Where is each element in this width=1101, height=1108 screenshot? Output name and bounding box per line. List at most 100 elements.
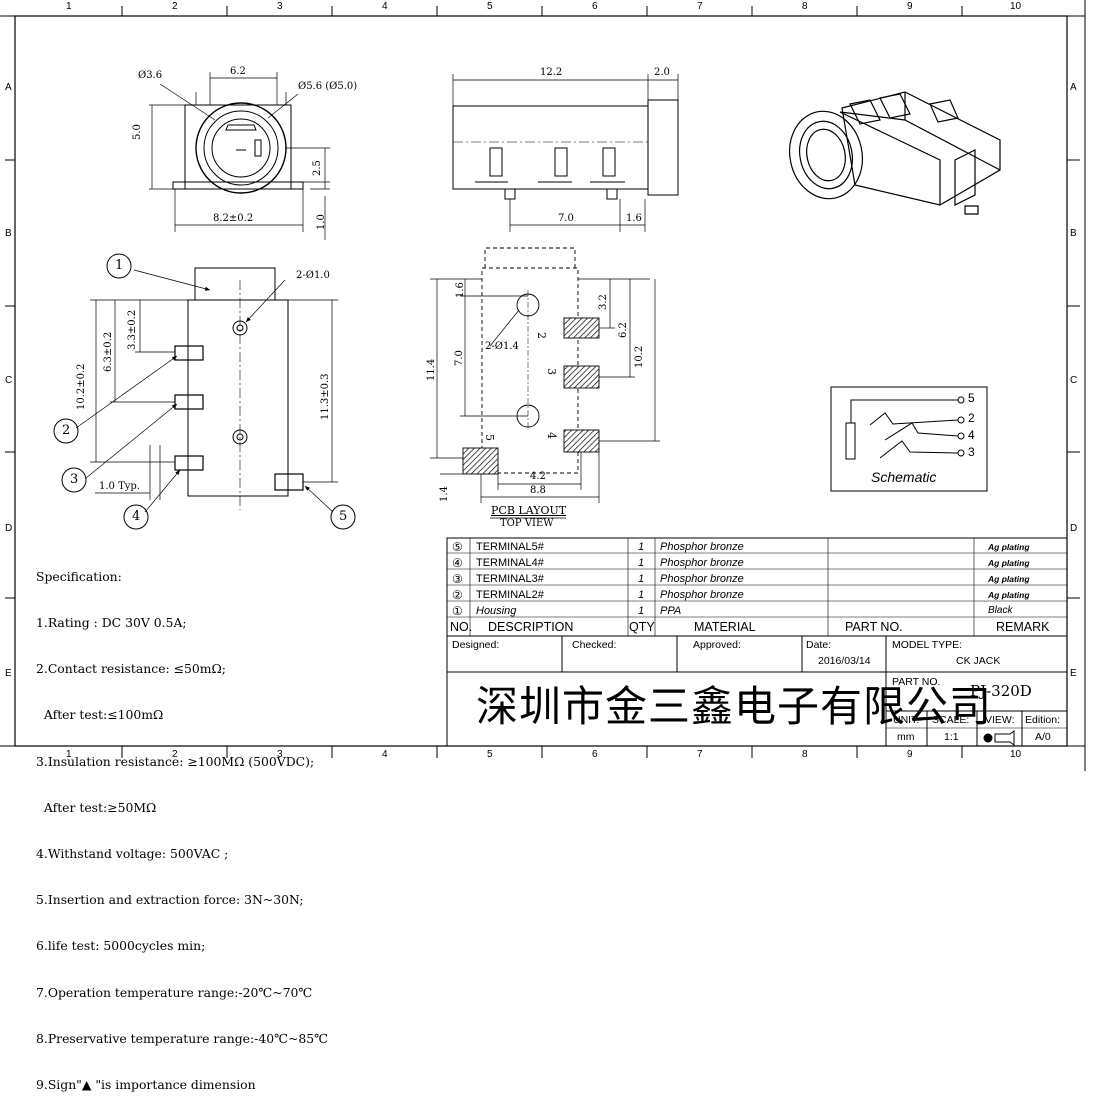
bom-remark: Ag plating [988, 558, 1030, 568]
col-label: 4 [382, 749, 388, 760]
callout-5: 5 [339, 509, 348, 524]
dim-length: 11.3±0.3 [320, 373, 331, 420]
pad-label-3: 3 [545, 368, 558, 375]
spec-line: After test:≤100mΩ [36, 707, 164, 723]
spec-line: 7.Operation temperature range:-20℃~70℃ [36, 984, 313, 1000]
bom-desc: Housing [476, 605, 517, 617]
bom-material: Phosphor bronze [660, 573, 744, 585]
spec-title: Specification: [36, 568, 122, 584]
bom-remark: Ag plating [988, 590, 1030, 600]
spec-line: After test:≥50MΩ [36, 799, 157, 815]
dim-pcb-top: 1.6 [455, 282, 466, 298]
pcb-layout [430, 247, 660, 519]
bom-qty: 1 [638, 573, 645, 585]
row-label: B [5, 228, 12, 239]
schematic-label: Schematic [871, 469, 937, 485]
row-label: B [1070, 228, 1077, 239]
projection-symbol-icon [983, 730, 1015, 746]
bom-header-qty: QTY [629, 620, 655, 634]
spec-line: 4.Withstand voltage: 500VAC ; [36, 846, 229, 862]
pad-label-4: 4 [545, 432, 558, 439]
pad-label-5: 5 [483, 434, 496, 441]
col-label: 7 [697, 1, 703, 12]
bom-remark: Ag plating [988, 574, 1030, 584]
row-label: D [1070, 523, 1078, 534]
view-label: VIEW: [985, 714, 1015, 726]
col-label: 8 [802, 749, 808, 760]
bom-remark: Ag plating [988, 542, 1030, 552]
scale-label: SCALE: [932, 714, 970, 726]
dim-holes: 2-Ø1.0 [296, 270, 330, 281]
edition-value: A/0 [1035, 731, 1051, 743]
dim-total: 10.2±0.2 [76, 363, 87, 410]
col-label: 3 [277, 1, 283, 12]
dim-pcb-32: 3.2 [598, 294, 609, 310]
bom-desc: TERMINAL5# [476, 541, 544, 553]
dim-outer: Ø5.6 (Ø5.0) [298, 81, 358, 92]
col-label: 2 [172, 1, 178, 12]
part-label: PART NO. [892, 676, 941, 688]
technical-drawing [0, 0, 1086, 771]
edition-label: Edition: [1025, 714, 1061, 726]
dim-width: 6.2 [230, 66, 246, 77]
model-label: MODEL TYPE: [892, 639, 963, 651]
row-label: E [5, 668, 12, 679]
col-label: 9 [907, 749, 913, 760]
bom-header-no: NO. [450, 620, 473, 634]
schematic-diagram [830, 386, 988, 492]
model-value: CK JACK [956, 655, 1001, 667]
spec-line: 2.Contact resistance: ≤50mΩ; [36, 661, 226, 677]
pin-label-4: 4 [968, 428, 975, 442]
col-label: 2 [172, 749, 178, 760]
bom-qty: 1 [638, 557, 645, 569]
row-label: C [5, 375, 13, 386]
spec-line: 8.Preservative temperature range:-40℃~85… [36, 1030, 328, 1046]
bom-qty: 1 [638, 541, 645, 553]
dim-pcb-102: 10.2 [634, 345, 645, 368]
spec-line: 9.Sign"▲ "is importance dimension [36, 1077, 256, 1093]
col-label: 1 [66, 749, 72, 760]
dim-height: 5.0 [132, 124, 143, 140]
dim-hole: Ø3.6 [138, 70, 163, 81]
bom-remark: Black [988, 605, 1013, 616]
bom-no: ③ [452, 572, 463, 586]
dim-pcb-88: 8.8 [530, 485, 546, 496]
side-view [452, 74, 679, 232]
unit-label: UNIT: [893, 714, 920, 726]
callout-4: 4 [132, 509, 141, 524]
row-label: A [1070, 82, 1077, 93]
bom-desc: TERMINAL2# [476, 589, 544, 601]
isometric-view [789, 91, 1001, 215]
row-label: C [1070, 375, 1078, 386]
bom-material: Phosphor bronze [660, 557, 744, 569]
dim-pcb-42: 4.2 [530, 471, 546, 482]
row-label: A [5, 82, 12, 93]
pin-label-3: 3 [968, 445, 975, 459]
col-label: 4 [382, 1, 388, 12]
bom-desc: TERMINAL3# [476, 573, 544, 585]
dim-foot: 1.0 [316, 214, 327, 230]
spec-line: 1.Rating : DC 30V 0.5A; [36, 615, 187, 631]
specification-block: Specification: 1.Rating : DC 30V 0.5A; 2… [36, 538, 441, 1108]
title-block-grid [446, 537, 1068, 747]
bom-header-desc: DESCRIPTION [488, 620, 574, 634]
dim-pcb-14: 1.4 [439, 486, 450, 502]
dim-nut: 2.0 [654, 67, 670, 78]
bom-no: ① [452, 604, 463, 618]
callout-1: 1 [115, 258, 124, 273]
checked-label: Checked: [572, 639, 617, 651]
dim-end: 1.6 [626, 213, 642, 224]
col-label: 6 [592, 749, 598, 760]
dim-center: 2.5 [312, 160, 323, 176]
bom-qty: 1 [638, 589, 645, 601]
designed-label: Designed: [452, 639, 500, 651]
col-label: 10 [1010, 749, 1022, 760]
spec-line: 5.Insertion and extraction force: 3N~30N… [36, 892, 304, 908]
row-label: E [1070, 668, 1077, 679]
date-value: 2016/03/14 [818, 655, 871, 667]
bom-material: Phosphor bronze [660, 541, 744, 553]
bom-no: ⑤ [452, 540, 463, 554]
col-label: 9 [907, 1, 913, 12]
scale-value: 1:1 [944, 731, 959, 743]
pin-label-2: 2 [968, 411, 975, 425]
